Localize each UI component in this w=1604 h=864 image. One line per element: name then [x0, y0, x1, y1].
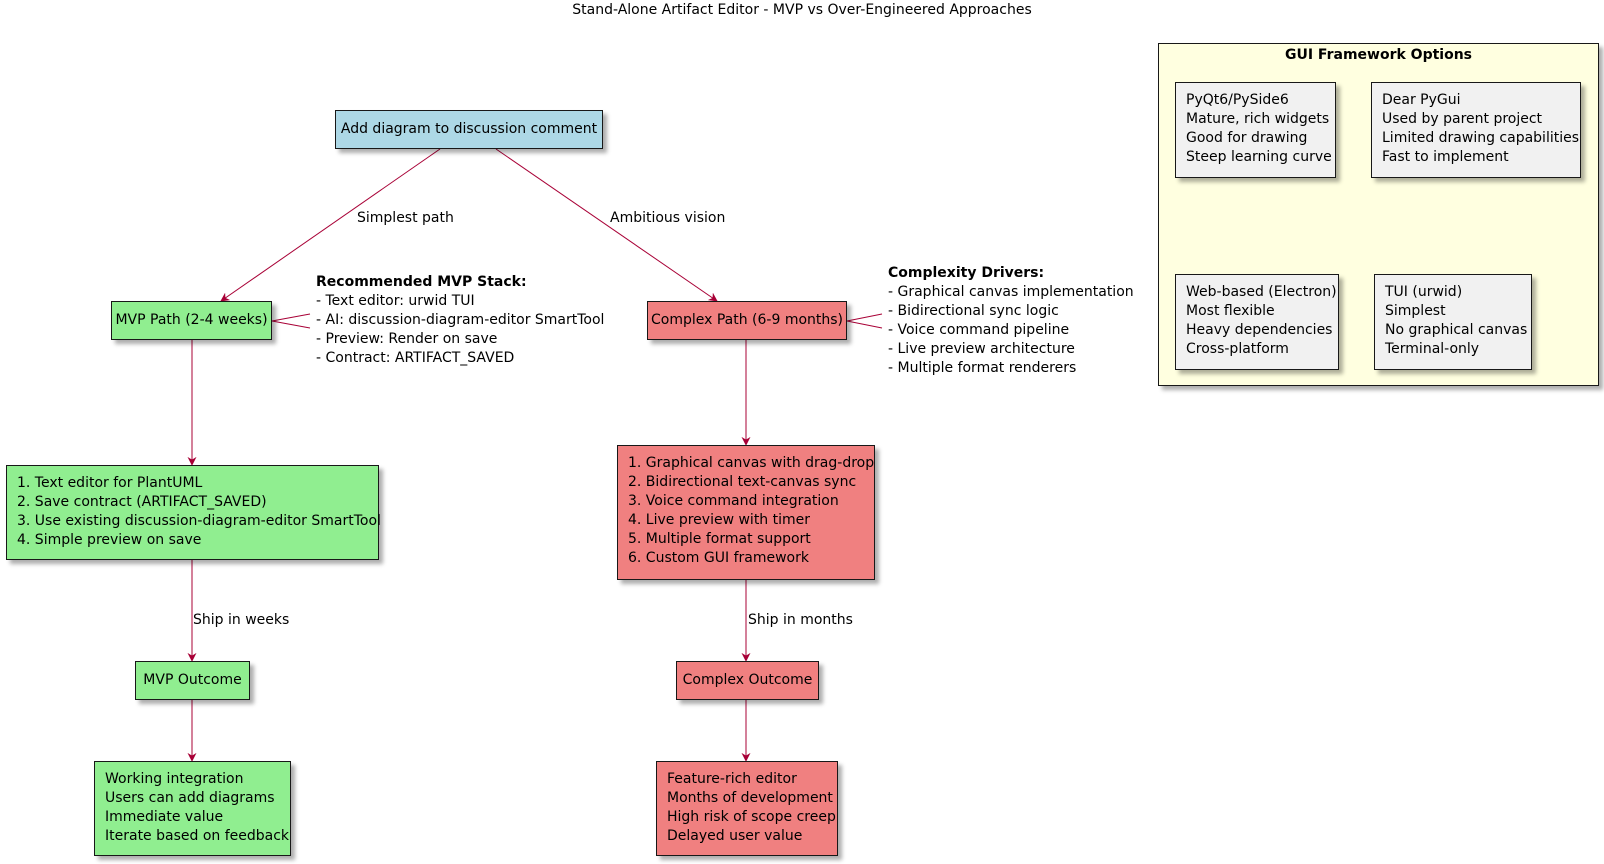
start-node: Add diagram to discussion comment	[335, 110, 603, 149]
node-line: Simplest	[1385, 303, 1446, 319]
node-line: Iterate based on feedback	[105, 828, 290, 844]
note-line: - Contract: ARTIFACT_SAVED	[316, 350, 515, 366]
node-line: Immediate value	[105, 809, 224, 825]
mvp-path-node: MVP Path (2-4 weeks)	[111, 301, 272, 340]
node-line: 2. Save contract (ARTIFACT_SAVED)	[17, 494, 267, 510]
note-line: - Voice command pipeline	[888, 322, 1070, 338]
complex-steps-node: 1. Graphical canvas with drag-drop 2. Bid…	[617, 445, 875, 580]
gui-framework-title: GUI Framework Options	[1284, 47, 1473, 63]
mvp-outcome-label: MVP Outcome	[143, 672, 242, 688]
start-node-label: Add diagram to discussion comment	[340, 121, 598, 137]
node-line: 3. Use existing discussion-diagram-edito…	[17, 513, 381, 529]
node-line: Dear PyGui	[1382, 92, 1461, 108]
mvp-stack-note: Recommended MVP Stack: - Text editor: urw…	[310, 268, 616, 378]
node-line: Web-based (Electron)	[1186, 284, 1337, 300]
node-line: Limited drawing capabilities	[1382, 130, 1580, 146]
node-line: 6. Custom GUI framework	[628, 550, 809, 566]
edge-label-ship-months: Ship in months	[748, 612, 853, 628]
node-line: High risk of scope creep	[667, 809, 836, 825]
note-heading: Recommended MVP Stack:	[316, 274, 527, 290]
node-line: 4. Live preview with timer	[628, 512, 811, 528]
note-connector-complex	[846, 313, 883, 322]
note-connector-mvp	[271, 313, 311, 322]
note-line: - Live preview architecture	[888, 341, 1075, 357]
node-line: Delayed user value	[667, 828, 803, 844]
edge-label-simplest: Simplest path	[357, 210, 454, 226]
note-connector-complex-2	[846, 320, 883, 329]
diagram-title: Stand-Alone Artifact Editor - MVP vs Ove…	[572, 2, 1032, 18]
note-line: - Graphical canvas implementation	[888, 284, 1134, 300]
edge-label-ambitious: Ambitious vision	[610, 210, 726, 226]
note-connector-mvp-2	[271, 320, 311, 329]
note-line: - Text editor: urwid TUI	[316, 293, 475, 309]
mvp-outcome-node: MVP Outcome	[135, 661, 250, 700]
note-line: - Multiple format renderers	[888, 360, 1077, 376]
node-line: 1. Graphical canvas with drag-drop	[628, 455, 875, 471]
node-line: PyQt6/PySide6	[1186, 92, 1289, 108]
node-line: No graphical canvas	[1385, 322, 1528, 338]
node-line: Mature, rich widgets	[1186, 111, 1330, 127]
node-line: Most flexible	[1186, 303, 1275, 319]
node-line: Heavy dependencies	[1186, 322, 1333, 338]
node-line: Working integration	[105, 771, 244, 787]
node-line: Users can add diagrams	[105, 790, 275, 806]
node-line: 3. Voice command integration	[628, 493, 839, 509]
node-line: Feature-rich editor	[667, 771, 797, 787]
complex-outcome-label: Complex Outcome	[682, 672, 813, 688]
note-line: - Preview: Render on save	[316, 331, 498, 347]
note-line: - Bidirectional sync logic	[888, 303, 1059, 319]
edge-start-to-mvp	[220, 148, 441, 302]
edge-label-ship-weeks: Ship in weeks	[193, 612, 290, 628]
complex-path-label: Complex Path (6-9 months)	[650, 312, 844, 328]
node-line: Terminal-only	[1385, 341, 1480, 357]
node-line: 5. Multiple format support	[628, 531, 811, 547]
complexity-drivers-note: Complexity Drivers: - Graphical canvas im…	[882, 259, 1143, 387]
node-line: Good for drawing	[1186, 130, 1308, 146]
note-heading: Complexity Drivers:	[888, 265, 1045, 281]
mvp-steps-node: 1. Text editor for PlantUML 2. Save contr…	[6, 465, 381, 560]
node-line: 1. Text editor for PlantUML	[17, 475, 203, 491]
node-line: TUI (urwid)	[1385, 284, 1463, 300]
node-line: Cross-platform	[1186, 341, 1289, 357]
node-line: Months of development	[667, 790, 833, 806]
node-line: Used by parent project	[1382, 111, 1543, 127]
node-line: 4. Simple preview on save	[17, 532, 202, 548]
note-line: - AI: discussion-diagram-editor SmartToo…	[316, 312, 605, 328]
node-line: Fast to implement	[1382, 149, 1509, 165]
node-line: Steep learning curve	[1186, 149, 1332, 165]
complex-path-node: Complex Path (6-9 months)	[647, 301, 847, 340]
node-line: 2. Bidirectional text-canvas sync	[628, 474, 857, 490]
edge-start-to-complex	[495, 148, 718, 302]
mvp-path-label: MVP Path (2-4 weeks)	[115, 312, 268, 328]
complex-outcome-node: Complex Outcome	[676, 661, 819, 700]
